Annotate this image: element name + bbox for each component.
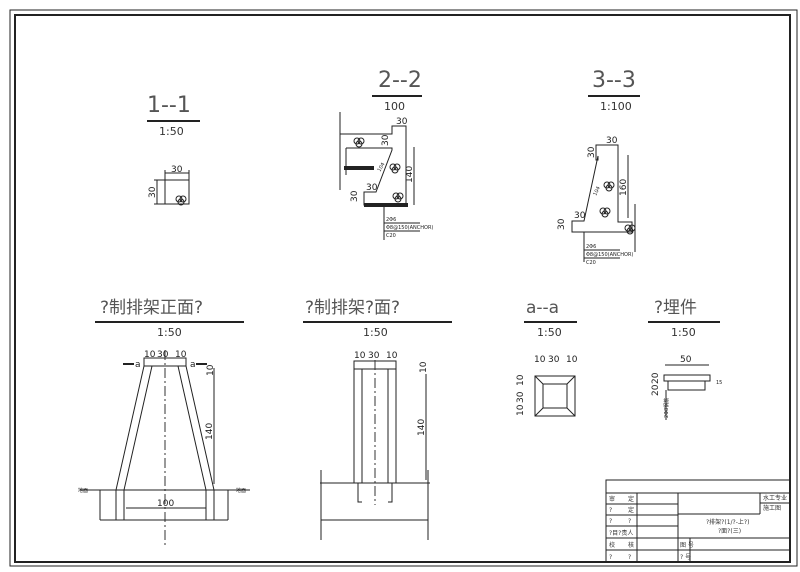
dim-height: 140 bbox=[417, 419, 427, 436]
section-outline bbox=[571, 144, 633, 233]
section-title: a--a bbox=[526, 298, 559, 318]
dim-side-bottom: 10 bbox=[516, 404, 526, 416]
tb-date-label: ? 号 bbox=[680, 554, 691, 561]
dim-bottom: 30 bbox=[557, 218, 567, 230]
tb-label: ? bbox=[628, 518, 631, 525]
rebar-bundle-icon bbox=[353, 137, 404, 203]
dim-side-top: 10 bbox=[516, 374, 526, 386]
section-2-2: 2--2 100 30 30 30 30 104 140 2Φ6 Φ8@150(… bbox=[339, 68, 433, 240]
section-title: ?制排架正面? bbox=[100, 298, 203, 318]
base-strip bbox=[364, 203, 408, 207]
tb-label: ? bbox=[609, 507, 612, 514]
dim-height: 140 bbox=[205, 423, 215, 440]
dim-height: 140 bbox=[405, 166, 415, 183]
tb-discipline: 水工专业 bbox=[763, 494, 787, 502]
dim-diag: 104 bbox=[592, 186, 601, 197]
dim-width: 50 bbox=[680, 355, 692, 365]
section-scale: 100 bbox=[384, 100, 405, 113]
tb-label: ? bbox=[609, 554, 612, 561]
dim-height: 160 bbox=[619, 179, 629, 196]
tb-label: ? bbox=[609, 518, 612, 525]
section-outline bbox=[164, 179, 190, 205]
tb-label: 定 bbox=[628, 495, 634, 503]
dim-middle: 30 bbox=[157, 350, 169, 360]
section-title: ?制排架?面? bbox=[305, 298, 400, 318]
dim-step: 30 bbox=[574, 211, 586, 221]
tb-stage: 施工图 bbox=[763, 504, 781, 512]
outer-frame bbox=[9, 9, 798, 567]
front-elevation: ?制排架正面? 1:50 地面 地面 10 30 10 10 140 100 a… bbox=[78, 298, 250, 545]
tb-label: 核 bbox=[628, 541, 634, 549]
section-mark-label: a bbox=[135, 360, 141, 370]
dim-side: 30 bbox=[587, 146, 597, 158]
dim-h1: 20 bbox=[651, 372, 661, 384]
side-elevation: ?制排架?面? 1:50 10 30 10 10 140 bbox=[303, 298, 452, 540]
dim-right: 10 bbox=[175, 350, 187, 360]
section-scale: 1:50 bbox=[537, 326, 562, 339]
dim-top: 30 bbox=[606, 136, 618, 146]
dim-right: 10 bbox=[386, 351, 398, 361]
dim-height: 30 bbox=[148, 186, 158, 198]
dim-right: 15 bbox=[716, 380, 722, 386]
dim-h2: 20 bbox=[651, 384, 661, 396]
section-scale: 1:50 bbox=[363, 326, 388, 339]
dim-side-mid: 30 bbox=[516, 391, 526, 403]
dim-top-right: 10 bbox=[566, 355, 578, 365]
section-scale: 1:50 bbox=[157, 326, 182, 339]
ground-label-left: 地面 bbox=[78, 487, 88, 494]
embed-part: ?埋件 1:50 50 20 20 15 2Φ8钢筋 bbox=[648, 298, 722, 420]
dim-step-top: 30 bbox=[381, 134, 391, 146]
note: C20 bbox=[586, 260, 596, 266]
section-scale: 1:50 bbox=[159, 125, 184, 138]
tb-fig-label: 图 号 bbox=[680, 542, 694, 549]
dim-diag: 104 bbox=[377, 162, 387, 173]
dim-top: 10 bbox=[206, 364, 216, 376]
tb-label: 定 bbox=[628, 506, 634, 514]
dim-top-left: 10 bbox=[534, 355, 546, 365]
section-1-1: 1--1 1:50 30 30 bbox=[147, 93, 200, 206]
tb-label: 校 bbox=[609, 541, 615, 549]
section-title: 3--3 bbox=[592, 68, 636, 93]
ground-label-right: 地面 bbox=[236, 487, 246, 494]
dim-left: 10 bbox=[144, 350, 156, 360]
section-title: ?埋件 bbox=[654, 298, 697, 318]
section-title: 2--2 bbox=[378, 68, 422, 93]
section-scale: 1:100 bbox=[600, 100, 632, 113]
tb-drawing-subtitle: ?面?(三) bbox=[718, 528, 741, 535]
tb-label: 审 bbox=[609, 495, 615, 503]
tb-drawing-title: ?排架?(1/?-上?) bbox=[706, 518, 749, 526]
outer-square bbox=[534, 375, 576, 417]
dim-top: 10 bbox=[419, 361, 429, 373]
tb-label: ? bbox=[628, 554, 631, 561]
dim-top-mid: 30 bbox=[548, 355, 560, 365]
embed-plate bbox=[663, 374, 711, 382]
note: 2Φ6 bbox=[386, 217, 396, 223]
dim-middle: 30 bbox=[368, 351, 380, 361]
dim-bottom: 30 bbox=[350, 190, 360, 202]
rebar-bundle-icon bbox=[599, 181, 636, 235]
anchor-note: 2Φ8钢筋 bbox=[663, 398, 670, 418]
dim-step-bottom: 30 bbox=[366, 183, 378, 193]
section-scale: 1:50 bbox=[671, 326, 696, 339]
dim-left: 10 bbox=[354, 351, 366, 361]
section-title: 1--1 bbox=[147, 93, 191, 118]
dim-base: 100 bbox=[157, 499, 174, 509]
note: 2Φ6 bbox=[586, 244, 596, 250]
label-strip bbox=[344, 166, 374, 170]
section-a-a: a--a 1:50 10 30 10 10 30 10 bbox=[516, 298, 578, 417]
dim-top: 30 bbox=[396, 117, 408, 127]
note: Φ8@150(ANCHOR) bbox=[586, 252, 633, 258]
tb-label: ?目?责人 bbox=[609, 529, 633, 537]
note: C20 bbox=[386, 233, 396, 239]
title-block: 审 定 ? 定 ? ? ?目?责人 校 核 ? ? 水工专业 施工图 ?排架?(… bbox=[605, 479, 791, 563]
inner-frame bbox=[14, 14, 791, 563]
section-3-3: 3--3 1:100 30 30 30 30 104 160 2Φ6 Φ8@15… bbox=[557, 68, 640, 266]
section-mark-label: a bbox=[190, 360, 196, 370]
inner-square bbox=[542, 383, 568, 409]
rebar-bundle-icon bbox=[175, 195, 187, 206]
dim-width: 30 bbox=[171, 165, 183, 175]
note: Φ8@150(ANCHOR) bbox=[386, 225, 433, 231]
left-leg bbox=[115, 365, 153, 491]
